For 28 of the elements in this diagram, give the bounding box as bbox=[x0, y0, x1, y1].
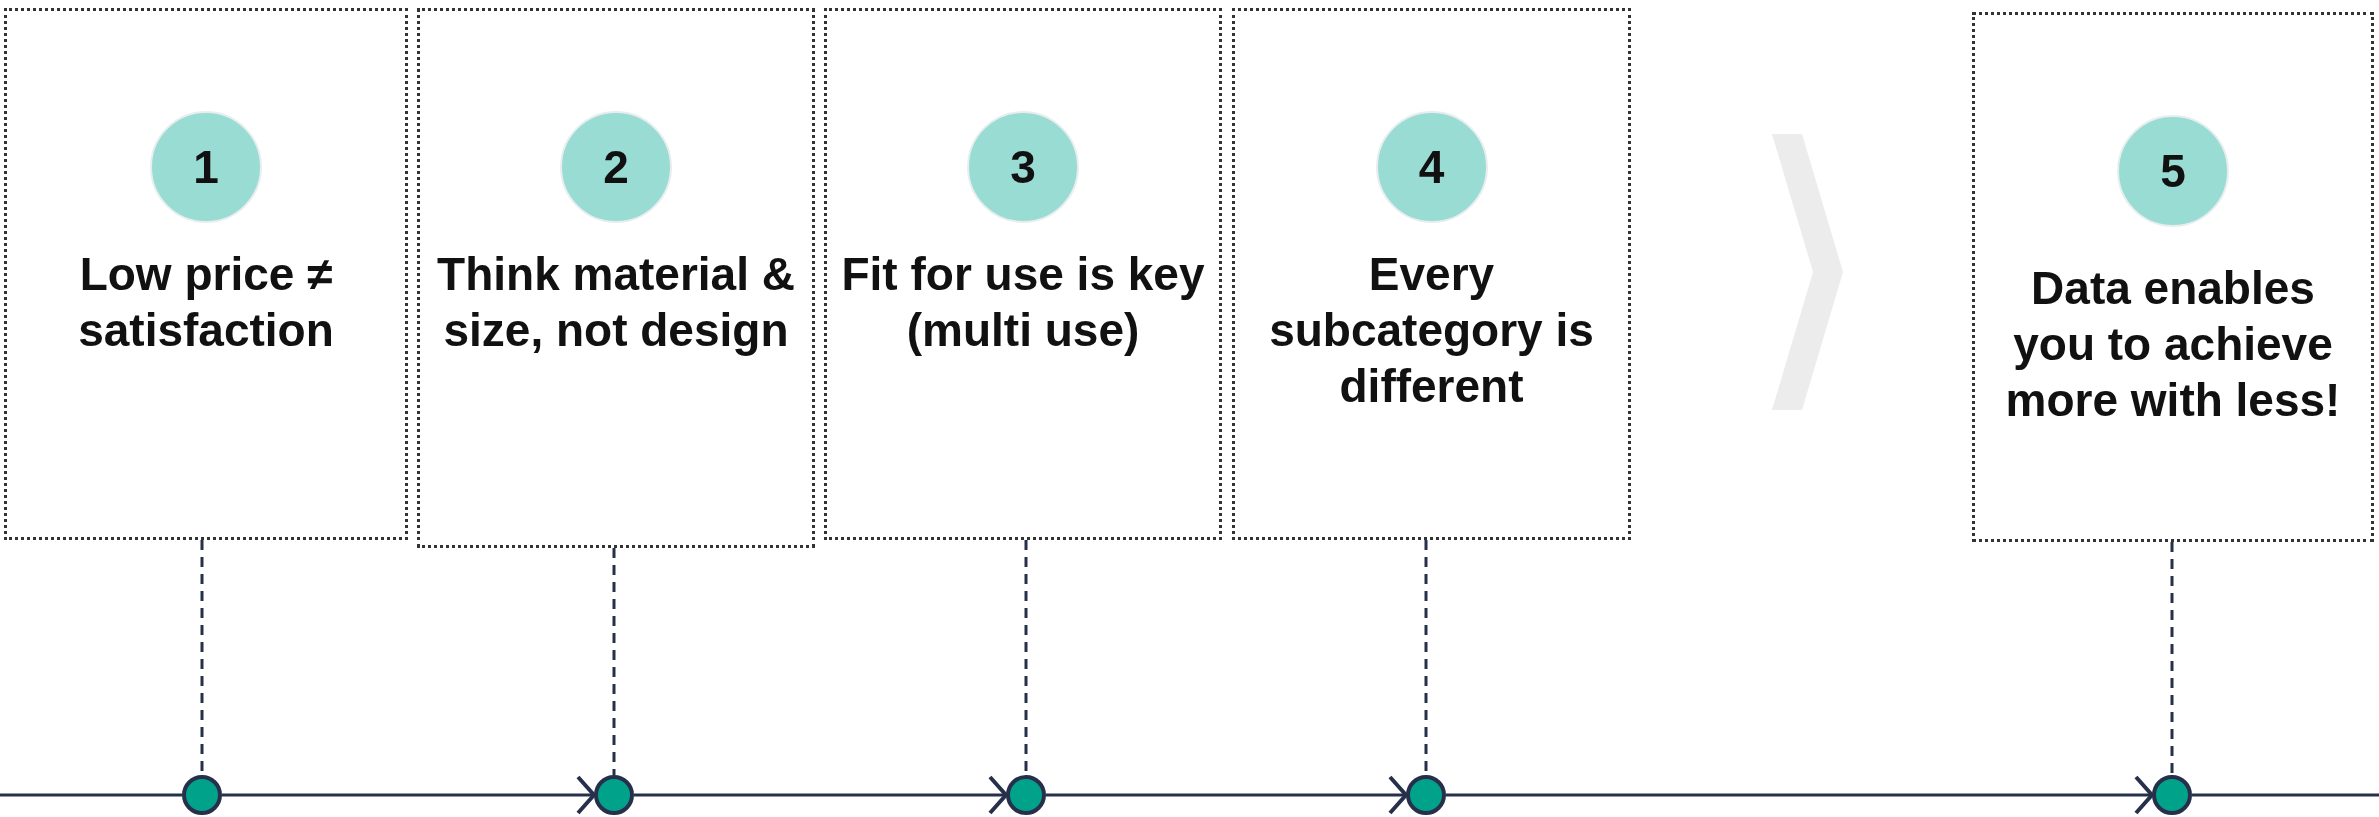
step-card bbox=[1972, 12, 2374, 542]
timeline-dot bbox=[594, 775, 634, 815]
step-text: Fit for use is key (multi use) bbox=[841, 247, 1205, 358]
step-card bbox=[1232, 8, 1631, 540]
step-number: 4 bbox=[1375, 111, 1488, 223]
timeline-dot bbox=[182, 775, 222, 815]
step-number: 1 bbox=[150, 111, 262, 223]
step-number: 3 bbox=[967, 111, 1079, 223]
step-card bbox=[4, 8, 408, 540]
step-text: Data enables you to achieve more with less! bbox=[2004, 261, 2342, 428]
step-text: Think material & size, not design bbox=[436, 247, 796, 358]
timeline-dot bbox=[2152, 775, 2192, 815]
timeline-arrow bbox=[1046, 775, 1408, 815]
step-number: 2 bbox=[560, 111, 672, 223]
connector-line bbox=[2170, 542, 2174, 775]
timeline-dot bbox=[1006, 775, 1046, 815]
step-text: Low price ≠ satisfaction bbox=[77, 247, 335, 358]
timeline-arrow bbox=[1446, 775, 2154, 815]
timeline-line bbox=[0, 793, 182, 797]
step-card bbox=[824, 8, 1222, 540]
timeline-line bbox=[2192, 793, 2379, 797]
step-text: Every subcategory is different bbox=[1268, 247, 1595, 414]
timeline-arrow bbox=[634, 775, 1008, 815]
step-number: 5 bbox=[2117, 115, 2229, 227]
step-card bbox=[417, 8, 815, 548]
timeline-arrow bbox=[222, 775, 596, 815]
connector-line bbox=[612, 548, 616, 775]
timeline-dot bbox=[1406, 775, 1446, 815]
